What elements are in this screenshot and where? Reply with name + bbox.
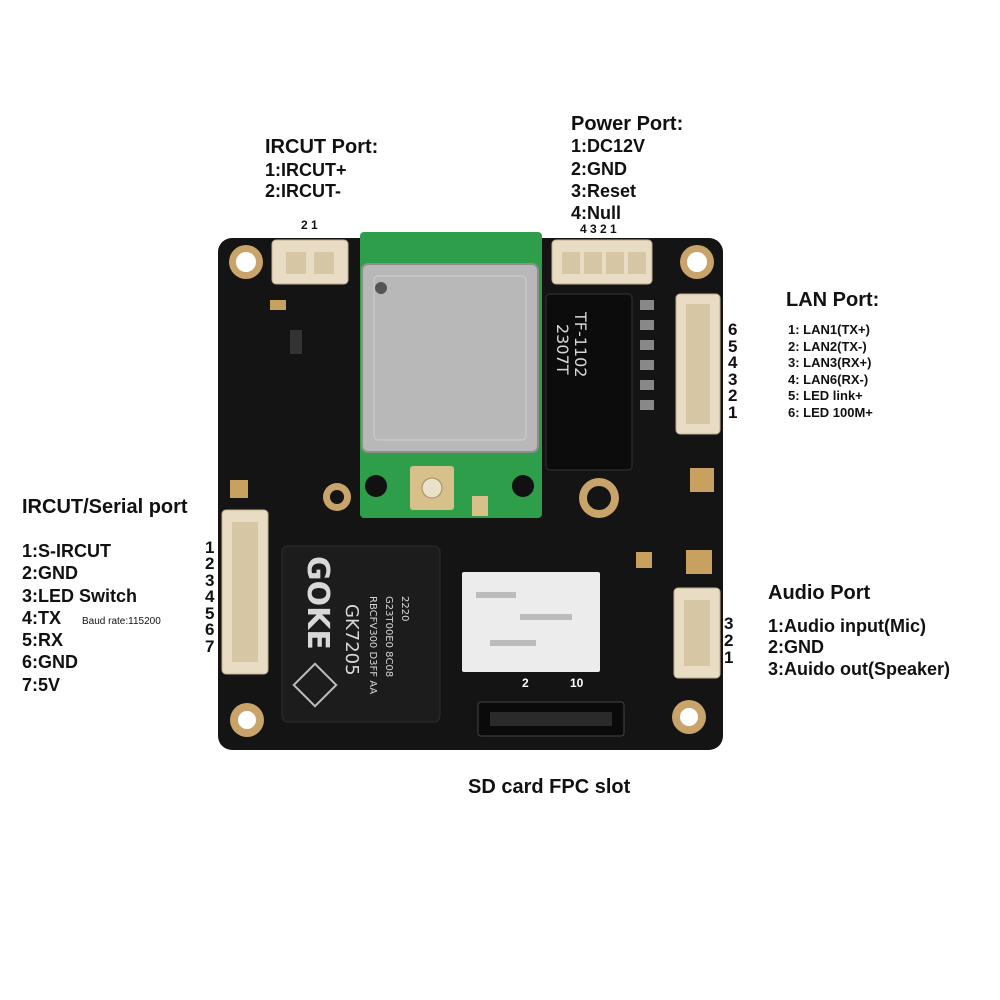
- audio-port-line-1: 1:Audio input(Mic): [768, 616, 926, 636]
- lan-port-line-2: 2: LAN2(TX-): [788, 339, 867, 354]
- power-port-line-4: 4:Null: [571, 203, 622, 223]
- lan-pin-number: 6: [728, 320, 738, 339]
- serial-connector: [221, 509, 269, 675]
- smd-component: [640, 320, 654, 330]
- audio-port-line-3: 3:Auido out(Speaker): [768, 659, 951, 679]
- lan-connector: [675, 293, 721, 435]
- lan-port-line-5: 5: LED link+: [788, 388, 863, 403]
- lan-pin-number: 2: [728, 386, 738, 405]
- lan-pin-number: 1: [728, 403, 738, 422]
- audio-port-line-2: 2:GND: [768, 637, 825, 657]
- lan-transformer: TF-1102 2307T: [545, 293, 633, 471]
- power-connector: [551, 239, 653, 285]
- smd-component: [640, 380, 654, 390]
- ircut-port-line-1: 1:IRCUT+: [265, 160, 347, 180]
- serial-port-line-1: 1:S-IRCUT: [22, 541, 111, 561]
- mounting-hole-middle: [579, 478, 619, 518]
- serial-pin-number: 4: [205, 587, 215, 606]
- smd-component: [640, 340, 654, 350]
- serial-port-title: IRCUT/Serial port: [22, 496, 188, 518]
- baud-rate-note: Baud rate:115200: [82, 616, 161, 627]
- svg-text:G23T00E0 8C08: G23T00E0 8C08: [383, 596, 394, 677]
- smd-component: [270, 300, 286, 310]
- svg-text:2307T: 2307T: [553, 324, 572, 375]
- svg-text:2220: 2220: [399, 596, 410, 621]
- audio-pin-number: 2: [724, 631, 734, 650]
- serial-pin-number: 5: [205, 604, 215, 623]
- lan-port-line-3: 3: LAN3(RX+): [788, 355, 872, 370]
- power-port-line-1: 1:DC12V: [571, 136, 646, 156]
- svg-text:TF-1102: TF-1102: [571, 311, 590, 377]
- serial-port-line-4: 4:TX: [22, 608, 62, 628]
- ircut-port-line-2: 2:IRCUT-: [265, 181, 341, 201]
- smd-component: [640, 360, 654, 370]
- mounting-hole-top-right: [680, 245, 714, 279]
- audio-port-title: Audio Port: [768, 582, 871, 604]
- smd-component: [690, 468, 714, 492]
- sd-slot-pin-left: 2: [522, 676, 529, 690]
- ircut-port-title: IRCUT Port:: [265, 136, 379, 158]
- serial-pin-number: 2: [205, 554, 215, 573]
- wifi-module: [360, 232, 542, 518]
- serial-port-line-7: 7:5V: [22, 675, 61, 695]
- serial-port-line-6: 6:GND: [22, 652, 79, 672]
- power-port-title: Power Port:: [571, 113, 684, 135]
- smd-component: [640, 400, 654, 410]
- serial-port-line-3: 3:LED Switch: [22, 586, 138, 606]
- lan-pin-number: 3: [728, 370, 738, 389]
- ircut-connector: [271, 239, 349, 285]
- smd-component: [636, 552, 652, 568]
- power-pin-numbers: 4 3 2 1: [580, 222, 617, 236]
- serial-port-line-5: 5:RX: [22, 630, 64, 650]
- svg-text:GK7205: GK7205: [341, 604, 362, 676]
- audio-connector: [673, 587, 721, 679]
- power-port-line-3: 3:Reset: [571, 181, 637, 201]
- audio-pin-number: 1: [724, 648, 734, 667]
- lan-port-title: LAN Port:: [786, 289, 880, 311]
- audio-pin-number: 3: [724, 614, 734, 633]
- memory-chip: [462, 572, 600, 672]
- serial-pin-number: 7: [205, 637, 215, 656]
- sd-slot-pin-right: 10: [570, 676, 584, 690]
- smd-component: [686, 550, 712, 574]
- lan-port-line-6: 6: LED 100M+: [788, 405, 873, 420]
- sd-card-slot-label: SD card FPC slot: [468, 776, 631, 798]
- mounting-hole-bottom-left: [230, 703, 264, 737]
- sd-fpc-slot: [477, 701, 625, 737]
- lan-port-line-4: 4: LAN6(RX-): [788, 372, 869, 387]
- serial-pin-number: 3: [205, 571, 215, 590]
- serial-pin-number: 1: [205, 538, 215, 557]
- lan-port-line-1: 1: LAN1(TX+): [788, 322, 870, 337]
- svg-text:RBCFV300 D3FF AA: RBCFV300 D3FF AA: [367, 596, 378, 694]
- svg-text:GOKE: GOKE: [300, 556, 335, 650]
- serial-pin-number: 6: [205, 620, 215, 639]
- ircut-pin-numbers: 2 1: [301, 218, 318, 232]
- smd-component: [640, 300, 654, 310]
- power-port-line-2: 2:GND: [571, 159, 628, 179]
- lan-pin-number: 4: [728, 353, 738, 372]
- lan-pin-number: 5: [728, 337, 738, 356]
- soc-chip: GOKE GK7205 RBCFV300 D3FF AA G23T00E0 8C…: [281, 545, 441, 723]
- mounting-hole-top-left: [229, 245, 263, 279]
- serial-port-line-2: 2:GND: [22, 563, 79, 583]
- mounting-hole-left: [323, 483, 351, 511]
- smd-component: [230, 480, 248, 498]
- mounting-hole-bottom-right: [672, 700, 706, 734]
- smd-component: [290, 330, 302, 354]
